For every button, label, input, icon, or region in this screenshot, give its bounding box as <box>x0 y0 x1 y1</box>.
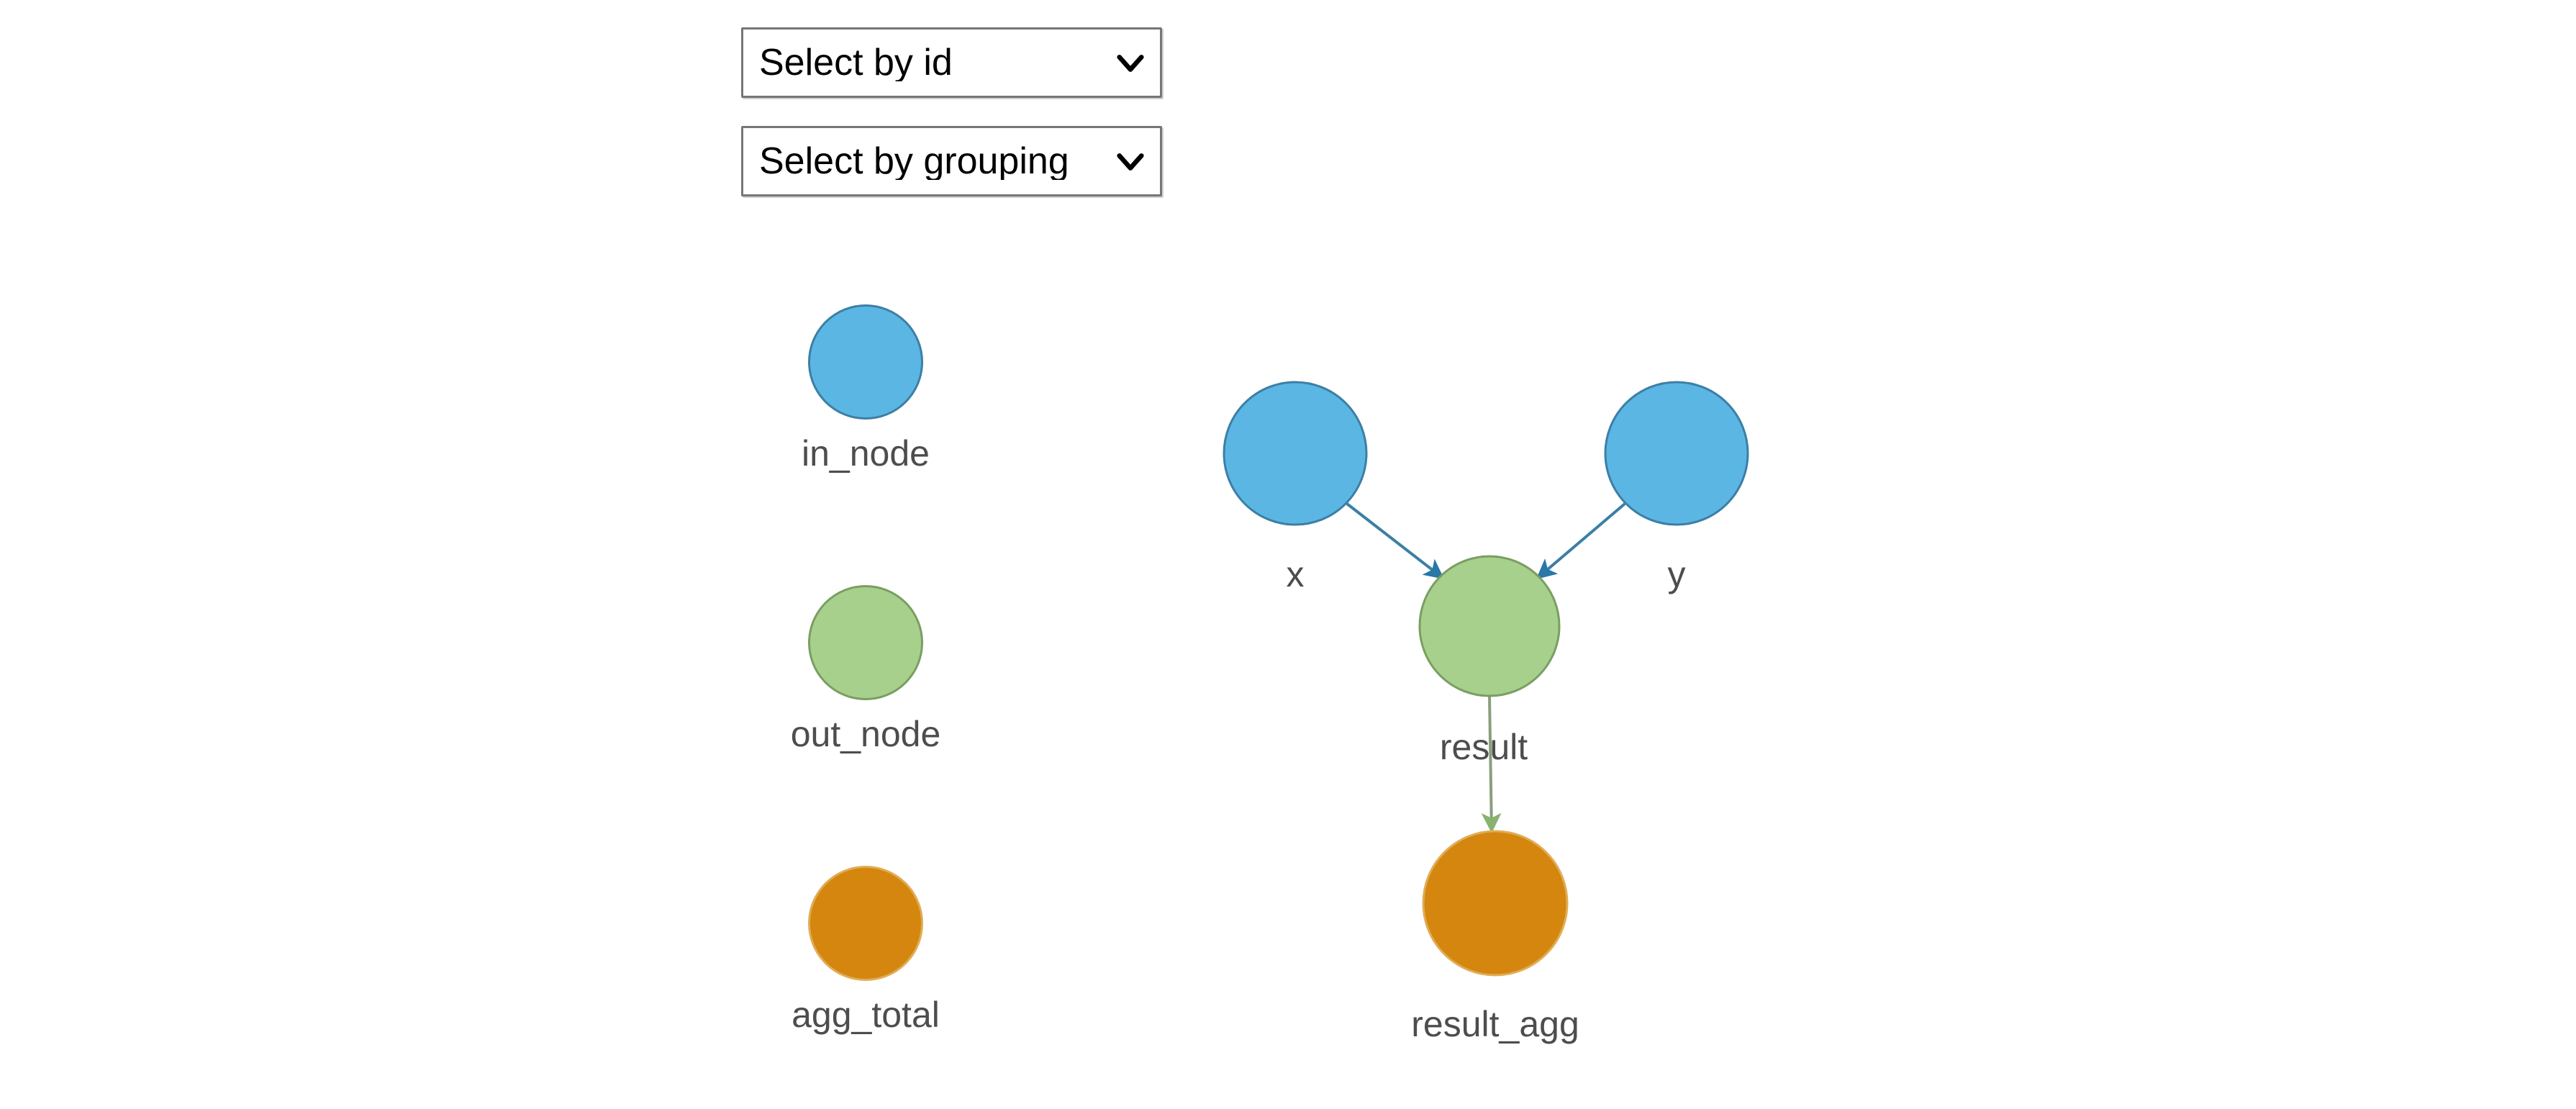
chevron-down-icon <box>1117 153 1144 171</box>
legend-item-out-node[interactable]: out_node <box>715 585 1017 752</box>
edge-result-to-result-agg <box>1481 696 1502 833</box>
legend-label-agg-total: agg_total <box>792 995 940 1035</box>
legend-swatch-in-node <box>808 304 923 420</box>
select-by-id-value: Select by id <box>759 44 953 81</box>
graph-edges <box>1346 502 1626 833</box>
graph-node-labels: x y result result_agg <box>1287 554 1686 1044</box>
edge-y-to-result <box>1536 502 1626 579</box>
graph-node-label-x: x <box>1287 554 1305 594</box>
select-by-grouping-dropdown[interactable]: Select by grouping <box>741 126 1162 196</box>
graph-node-label-result: result <box>1440 727 1528 767</box>
graph-node-x[interactable] <box>1223 381 1368 526</box>
legend-item-agg-total[interactable]: agg_total <box>715 866 1017 1033</box>
legend-swatch-out-node <box>808 585 923 700</box>
legend-swatch-agg-total <box>808 866 923 981</box>
graph-node-label-result-agg: result_agg <box>1411 1004 1579 1044</box>
graph-node-y[interactable] <box>1604 381 1749 526</box>
legend-label-out-node: out_node <box>790 714 941 754</box>
chevron-down-icon <box>1117 55 1144 72</box>
graph-node-label-y: y <box>1668 554 1686 594</box>
graph-node-result-agg[interactable] <box>1422 830 1569 977</box>
graph-nodes <box>1223 381 1749 977</box>
graph-node-result[interactable] <box>1418 555 1561 697</box>
legend-label-in-node: in_node <box>802 433 930 474</box>
select-by-id-dropdown[interactable]: Select by id <box>741 27 1162 98</box>
legend-item-in-node[interactable]: in_node <box>715 304 1017 471</box>
edge-x-to-result <box>1346 502 1445 579</box>
select-by-grouping-value: Select by grouping <box>759 142 1069 180</box>
